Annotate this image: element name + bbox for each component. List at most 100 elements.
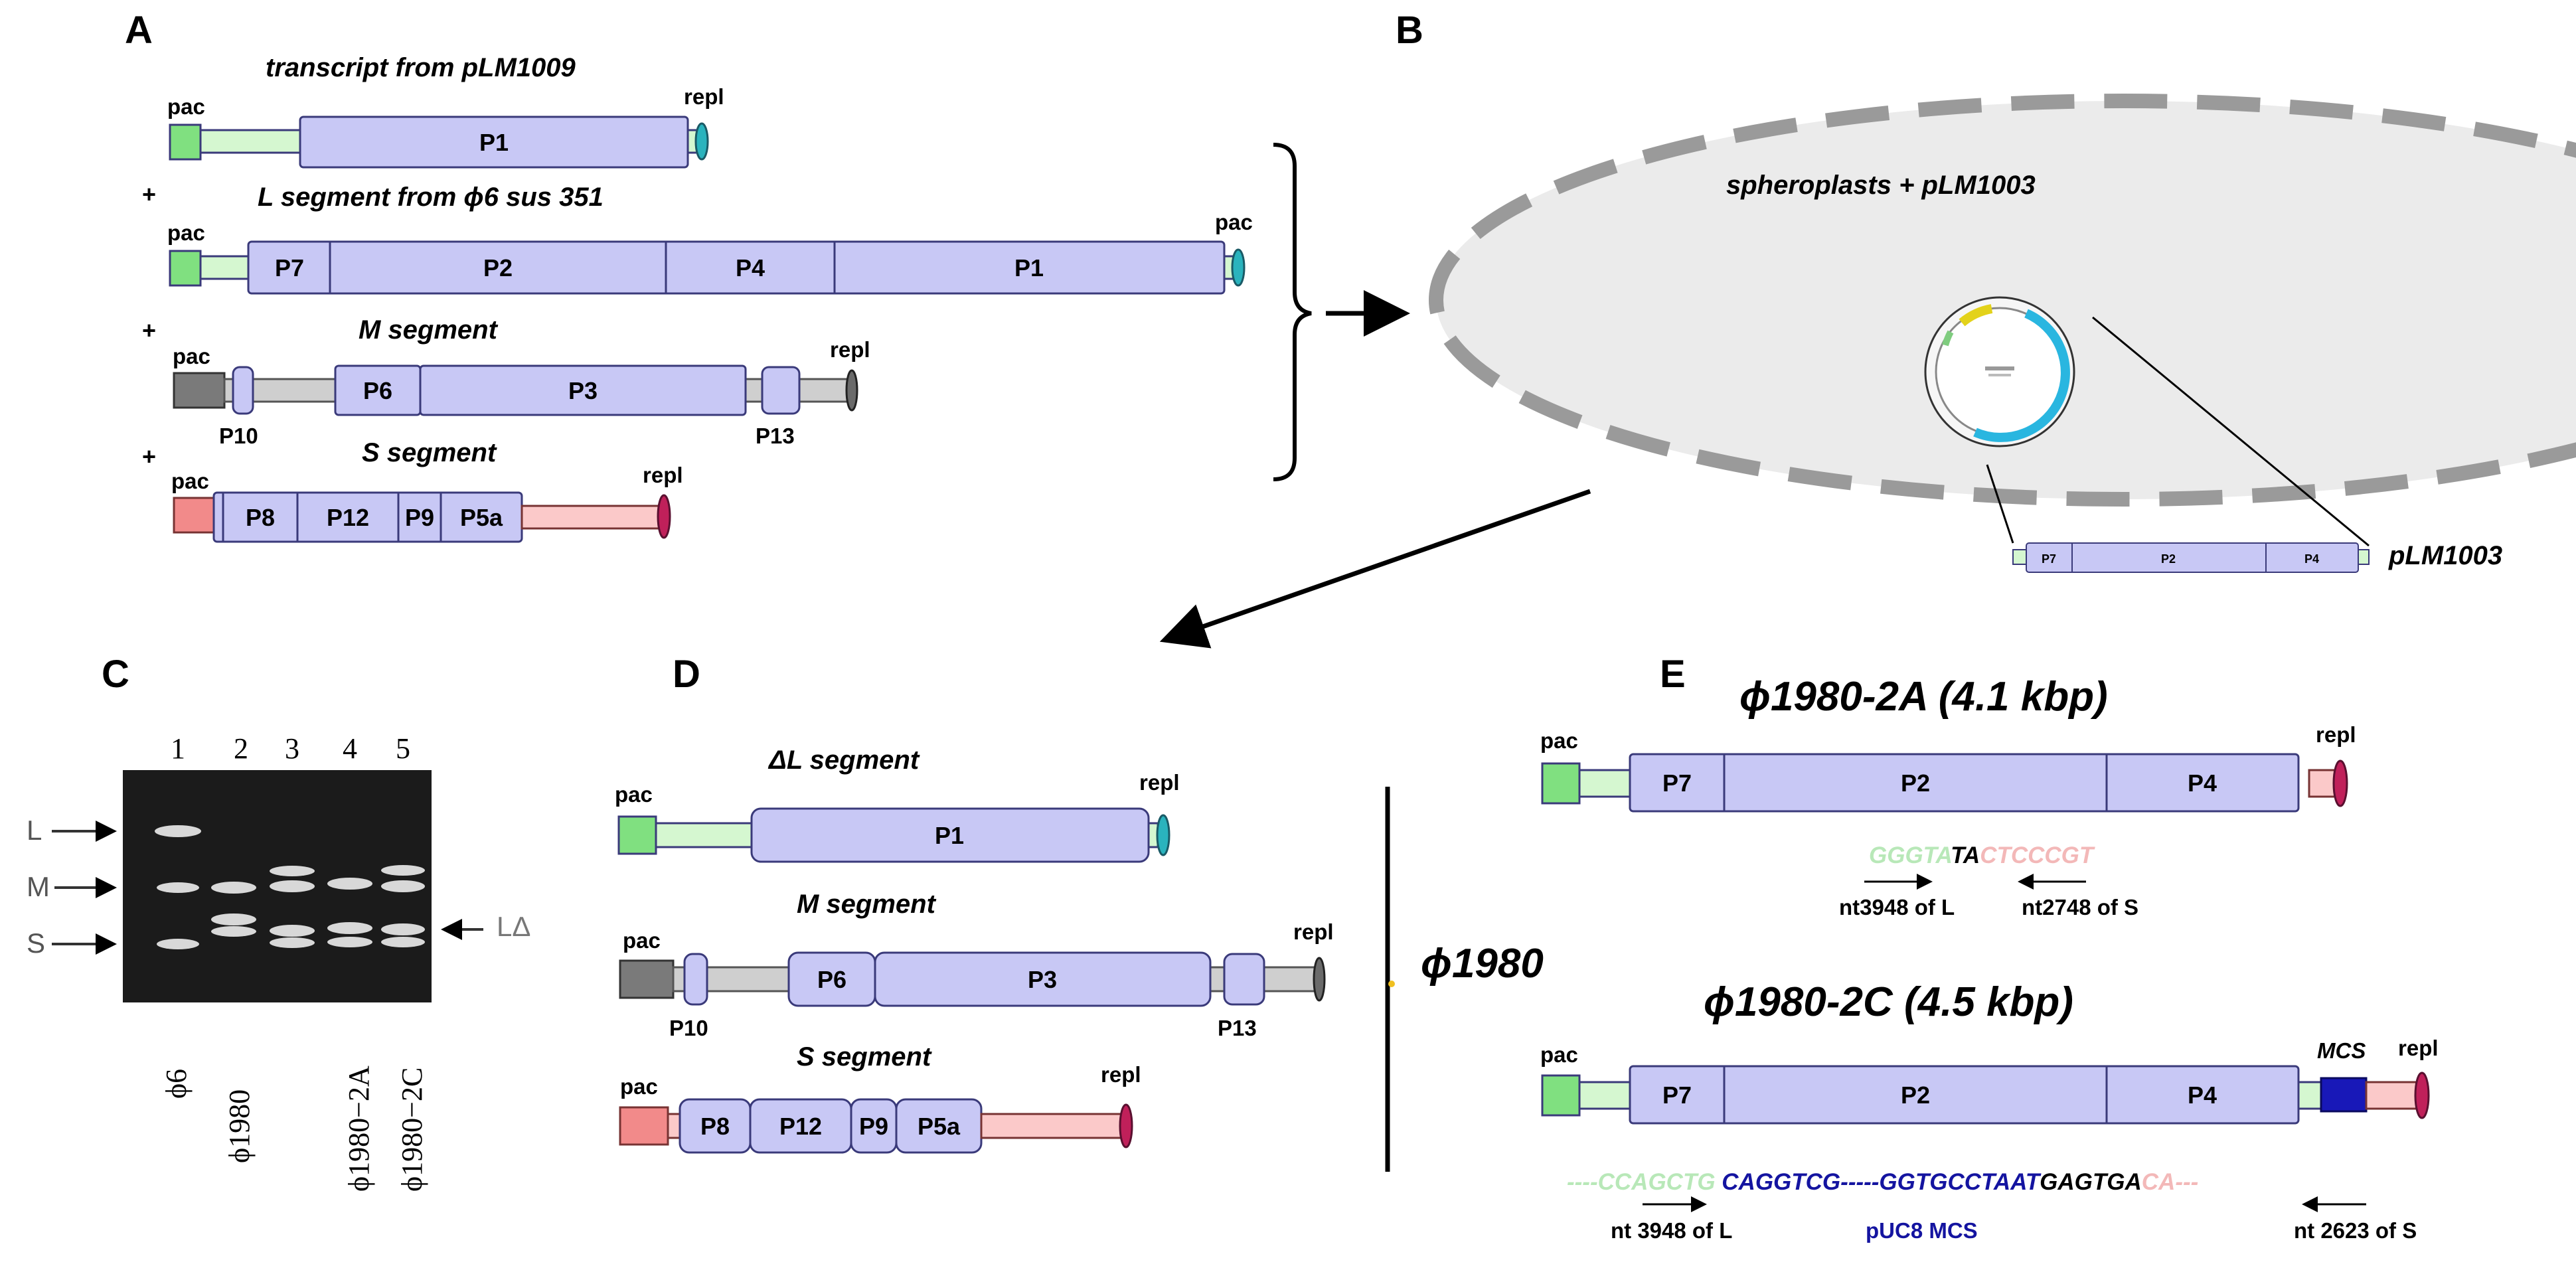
gel-band (211, 882, 256, 894)
lane-number: 5 (396, 732, 410, 765)
tail-region (1578, 769, 1631, 798)
gene-label-p5a: P5a (918, 1113, 961, 1140)
dl-segment-map: pac P1 repl (615, 770, 1180, 863)
seq-l-part: GGGTA (1869, 842, 1951, 868)
seq-junction: TA (1951, 842, 1980, 868)
pac-box (169, 250, 202, 287)
seq-s-part: CTCCCGT (1980, 842, 2095, 868)
gene-label-p10: P10 (219, 424, 258, 448)
transcript-title: transcript from pLM1009 (266, 53, 576, 82)
phage-2a-title: ϕ1980-2A (4.1 kbp) (1739, 674, 2108, 720)
s-segment-title: S segment (362, 438, 497, 467)
plasmid-map (1924, 296, 2075, 447)
gel-band (381, 937, 425, 947)
gene-label-p2: P2 (1901, 1081, 1930, 1109)
phage-name: ϕ1980 (1421, 941, 1544, 987)
gene-label-p2: P2 (483, 254, 513, 281)
repl-label: repl (2398, 1036, 2439, 1060)
gene-label-p8: P8 (700, 1113, 730, 1140)
mark-left-2c: nt 3948 of L (1611, 1218, 1732, 1243)
gel-band (155, 825, 201, 837)
insert-label-p7: P7 (2042, 552, 2056, 566)
tail-region (521, 505, 664, 530)
tail-region (2365, 1081, 2421, 1110)
gene-label-p4: P4 (2188, 1081, 2217, 1109)
gel-band (381, 865, 425, 876)
insert-label-p2: P2 (2161, 552, 2176, 566)
mark-middle-2c: pUC8 MCS (1866, 1218, 1978, 1243)
repl-end (2414, 1072, 2430, 1119)
repl-end (694, 122, 709, 161)
transcript-map: pac P1 repl (167, 84, 724, 169)
gene-label-p3: P3 (568, 377, 598, 404)
pac-box (617, 815, 657, 855)
tail-region (199, 129, 301, 154)
gene-label-p3: P3 (1028, 966, 1057, 993)
gene-label-p13: P13 (756, 424, 795, 448)
gene-label-p5a: P5a (460, 504, 503, 531)
sample-label: ϕ1980 (223, 1089, 256, 1163)
lane-number: 3 (285, 732, 299, 765)
mcs-label: MCS (2317, 1038, 2366, 1063)
plus-sign: + (142, 181, 156, 208)
lane-number: 1 (171, 732, 185, 765)
gel-band (211, 926, 256, 937)
zoom-line (2092, 316, 2370, 547)
mark-right-2a: nt2748 of S (2022, 895, 2138, 919)
gel-band (381, 923, 425, 935)
gene-label-p2: P2 (1901, 769, 1930, 797)
panel-e: ϕ1980-2A (4.1 kbp) pac P7 P2 P4 repl GGG… (1540, 674, 2439, 1243)
gene-label-p1: P1 (479, 129, 509, 156)
repl-label: repl (1139, 770, 1180, 795)
junction-sequence-2c: ----CCAGCTG CAGGTCG-----GGTGCCTAATGAGTGA… (1567, 1169, 2198, 1195)
pac-label: pac (623, 928, 661, 953)
pac-box (173, 372, 226, 409)
pac-label: pac (167, 220, 205, 245)
repl-end (1313, 957, 1326, 1002)
mark-left-2a: nt3948 of L (1839, 895, 1955, 919)
dl-segment-title: ΔL segment (767, 746, 920, 775)
gel-band (270, 937, 315, 948)
pac-box (173, 497, 215, 534)
seq-s-part: CA--- (2142, 1169, 2199, 1195)
plasmid-insert-map: P7 P2 P4 (2012, 542, 2370, 573)
gel-band (157, 882, 199, 893)
gel-band (211, 913, 256, 925)
gene-p3 (874, 951, 1212, 1007)
s-segment-map: pac P8 P12 P9 P5a repl (171, 463, 683, 543)
gel-band (327, 937, 372, 947)
gel-band (381, 880, 425, 892)
repl-end (1119, 1103, 1133, 1149)
panel-label-d: D (673, 653, 700, 696)
gene-label-p13: P13 (1218, 1016, 1257, 1040)
d-s-segment-map: pac P8 P12 P9 P5a repl (619, 1062, 1141, 1154)
band-label-s: S (27, 927, 45, 959)
panel-b: spheroplasts + pLM1003 P7 P2 P4 pLM1003 (1159, 94, 2576, 649)
phage-2c-title: ϕ1980-2C (4.5 kbp) (1704, 979, 2073, 1025)
band-label-l: L (27, 815, 42, 846)
gene-label-p9: P9 (859, 1113, 888, 1140)
tail-region (655, 822, 753, 848)
phage-2a-map: pac P7 P2 P4 repl (1540, 722, 2356, 813)
junction-sequence-2a: GGGTATACTCCCGT (1869, 842, 2095, 868)
sample-label: ϕ6 (160, 1069, 193, 1099)
band-label-l-delta: LΔ (497, 911, 530, 942)
seq-mcs-part: CAGGTCG-----GGTGCCTAAT (1722, 1169, 2041, 1195)
gene-label-p6: P6 (817, 966, 846, 993)
seq-mid-part: GAGTGA (2040, 1169, 2142, 1195)
lane-number: 4 (343, 732, 357, 765)
to-phage-arrow (1159, 489, 1591, 649)
lane-number: 2 (234, 732, 248, 765)
repl-label: repl (2316, 722, 2356, 747)
repl-end (657, 494, 671, 539)
repl-label: repl (684, 84, 724, 109)
sample-label: ϕ1980−2A (343, 1066, 375, 1192)
band-label-m: M (27, 871, 50, 902)
gene-label-p6: P6 (363, 377, 392, 404)
gel-band (327, 878, 372, 890)
repl-end (2332, 759, 2348, 807)
pac-label: pac (171, 469, 209, 493)
gene-label-p9: P9 (405, 504, 434, 531)
pac-box (1541, 762, 1581, 805)
